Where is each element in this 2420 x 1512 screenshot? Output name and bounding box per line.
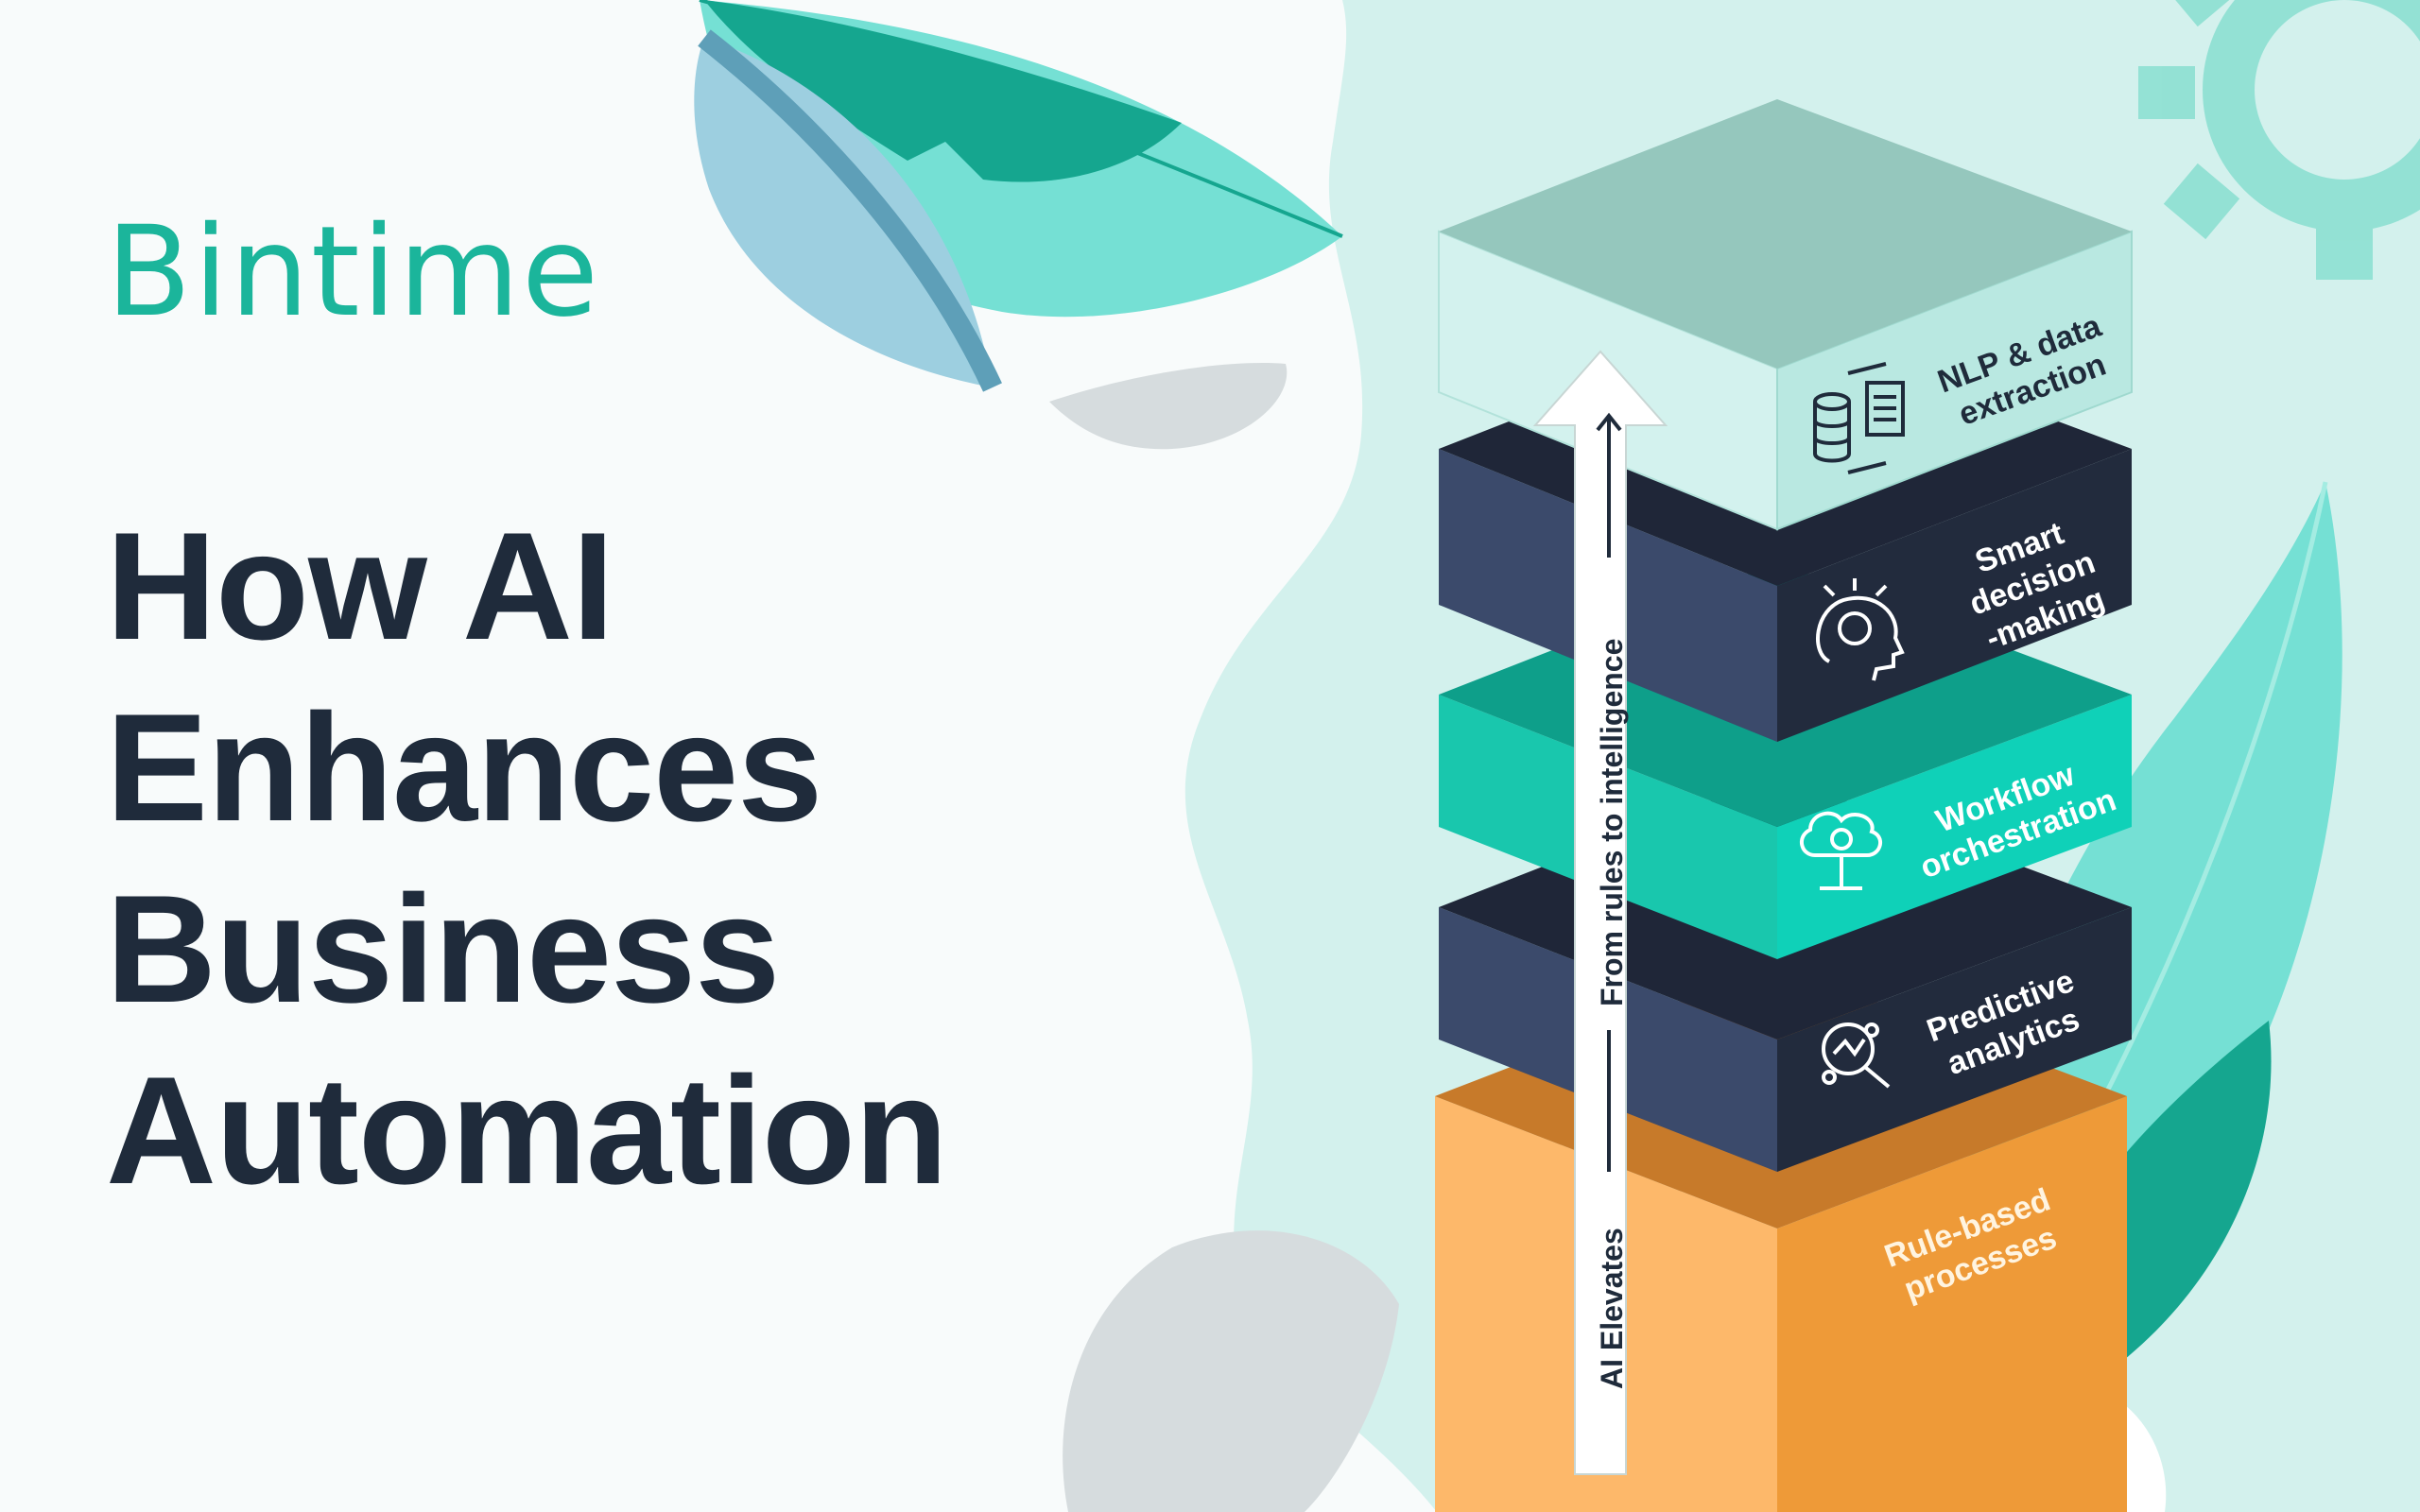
elevation-arrow: From rules to intelligence AI Elevates	[1532, 350, 1668, 1475]
grey-monstera-leaf	[1063, 1230, 1399, 1512]
blue-leaf	[694, 38, 993, 387]
cloud-gear-icon	[1800, 811, 1882, 890]
headline: How AI Enhances Business Automation	[106, 496, 1240, 1222]
arrow-pointer-icon	[1596, 412, 1622, 1172]
database-document-icon	[1813, 362, 1905, 474]
headline-line-3: Business	[106, 864, 780, 1035]
headline-line-4: Automation	[106, 1045, 948, 1216]
brain-head-icon	[1816, 578, 1905, 681]
grey-leaf-small	[1049, 363, 1288, 450]
brand-logo: Bintime	[106, 199, 601, 345]
headline-line-1: How AI	[106, 501, 614, 672]
arrow-label-bottom: AI Elevates	[1595, 1228, 1629, 1389]
magnifier-analytics-icon	[1822, 1022, 1891, 1089]
gear-icon	[2138, 0, 2420, 280]
headline-line-2: Enhances	[106, 682, 822, 853]
arrow-label-top: From rules to intelligence	[1595, 639, 1629, 1006]
